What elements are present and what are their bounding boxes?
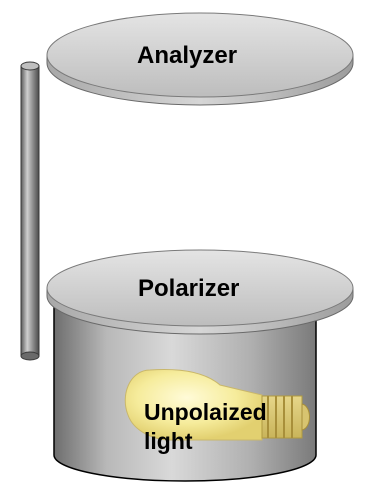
light-bulb-icon	[124, 369, 310, 441]
support-rod	[20, 61, 40, 361]
polarizer-disk	[46, 249, 354, 335]
analyzer-disk	[46, 12, 354, 106]
analyzer-label: Analyzer	[137, 42, 238, 69]
polarizer-label: Polarizer	[138, 275, 240, 302]
unpolarized-light-label: Unpolaized light	[144, 399, 267, 454]
